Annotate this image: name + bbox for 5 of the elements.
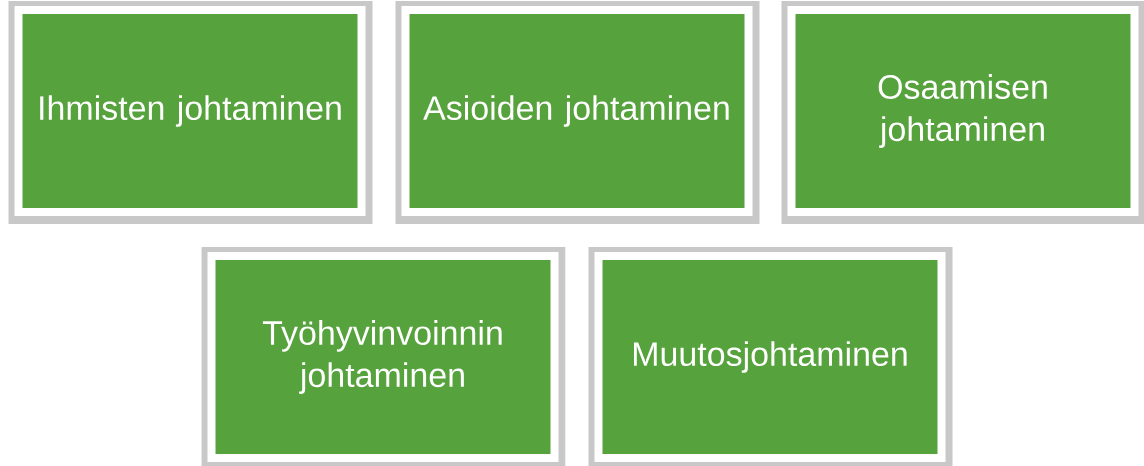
text-box: Ihmisten johtaminen <box>8 1 373 224</box>
text-box: Työhyvinvoinnin johtaminen <box>201 247 566 466</box>
text-box: Muutosjohtaminen <box>588 247 953 466</box>
text-box: Osaamisen johtaminen <box>781 1 1144 224</box>
text-box: Asioiden johtaminen <box>395 1 760 224</box>
